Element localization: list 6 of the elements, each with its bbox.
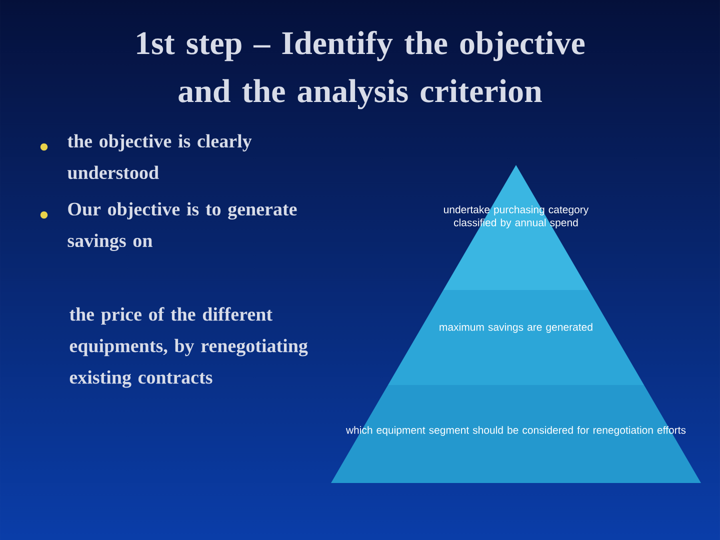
bullet-text: the objective is clearly understood	[68, 134, 252, 180]
bullet-text: Our objective is to generate savings on	[68, 202, 297, 252]
pyramid-level: which equipment segment should be considered for renegotiation efforts	[331, 385, 701, 483]
bullet-text: the price of the different equipments, by renegotiating existing contracts	[70, 307, 308, 388]
slide-title: 1st step – Identify the objective and the analysis criterion	[137, 30, 585, 110]
pyramid-level: maximum savings are generated	[388, 290, 644, 385]
